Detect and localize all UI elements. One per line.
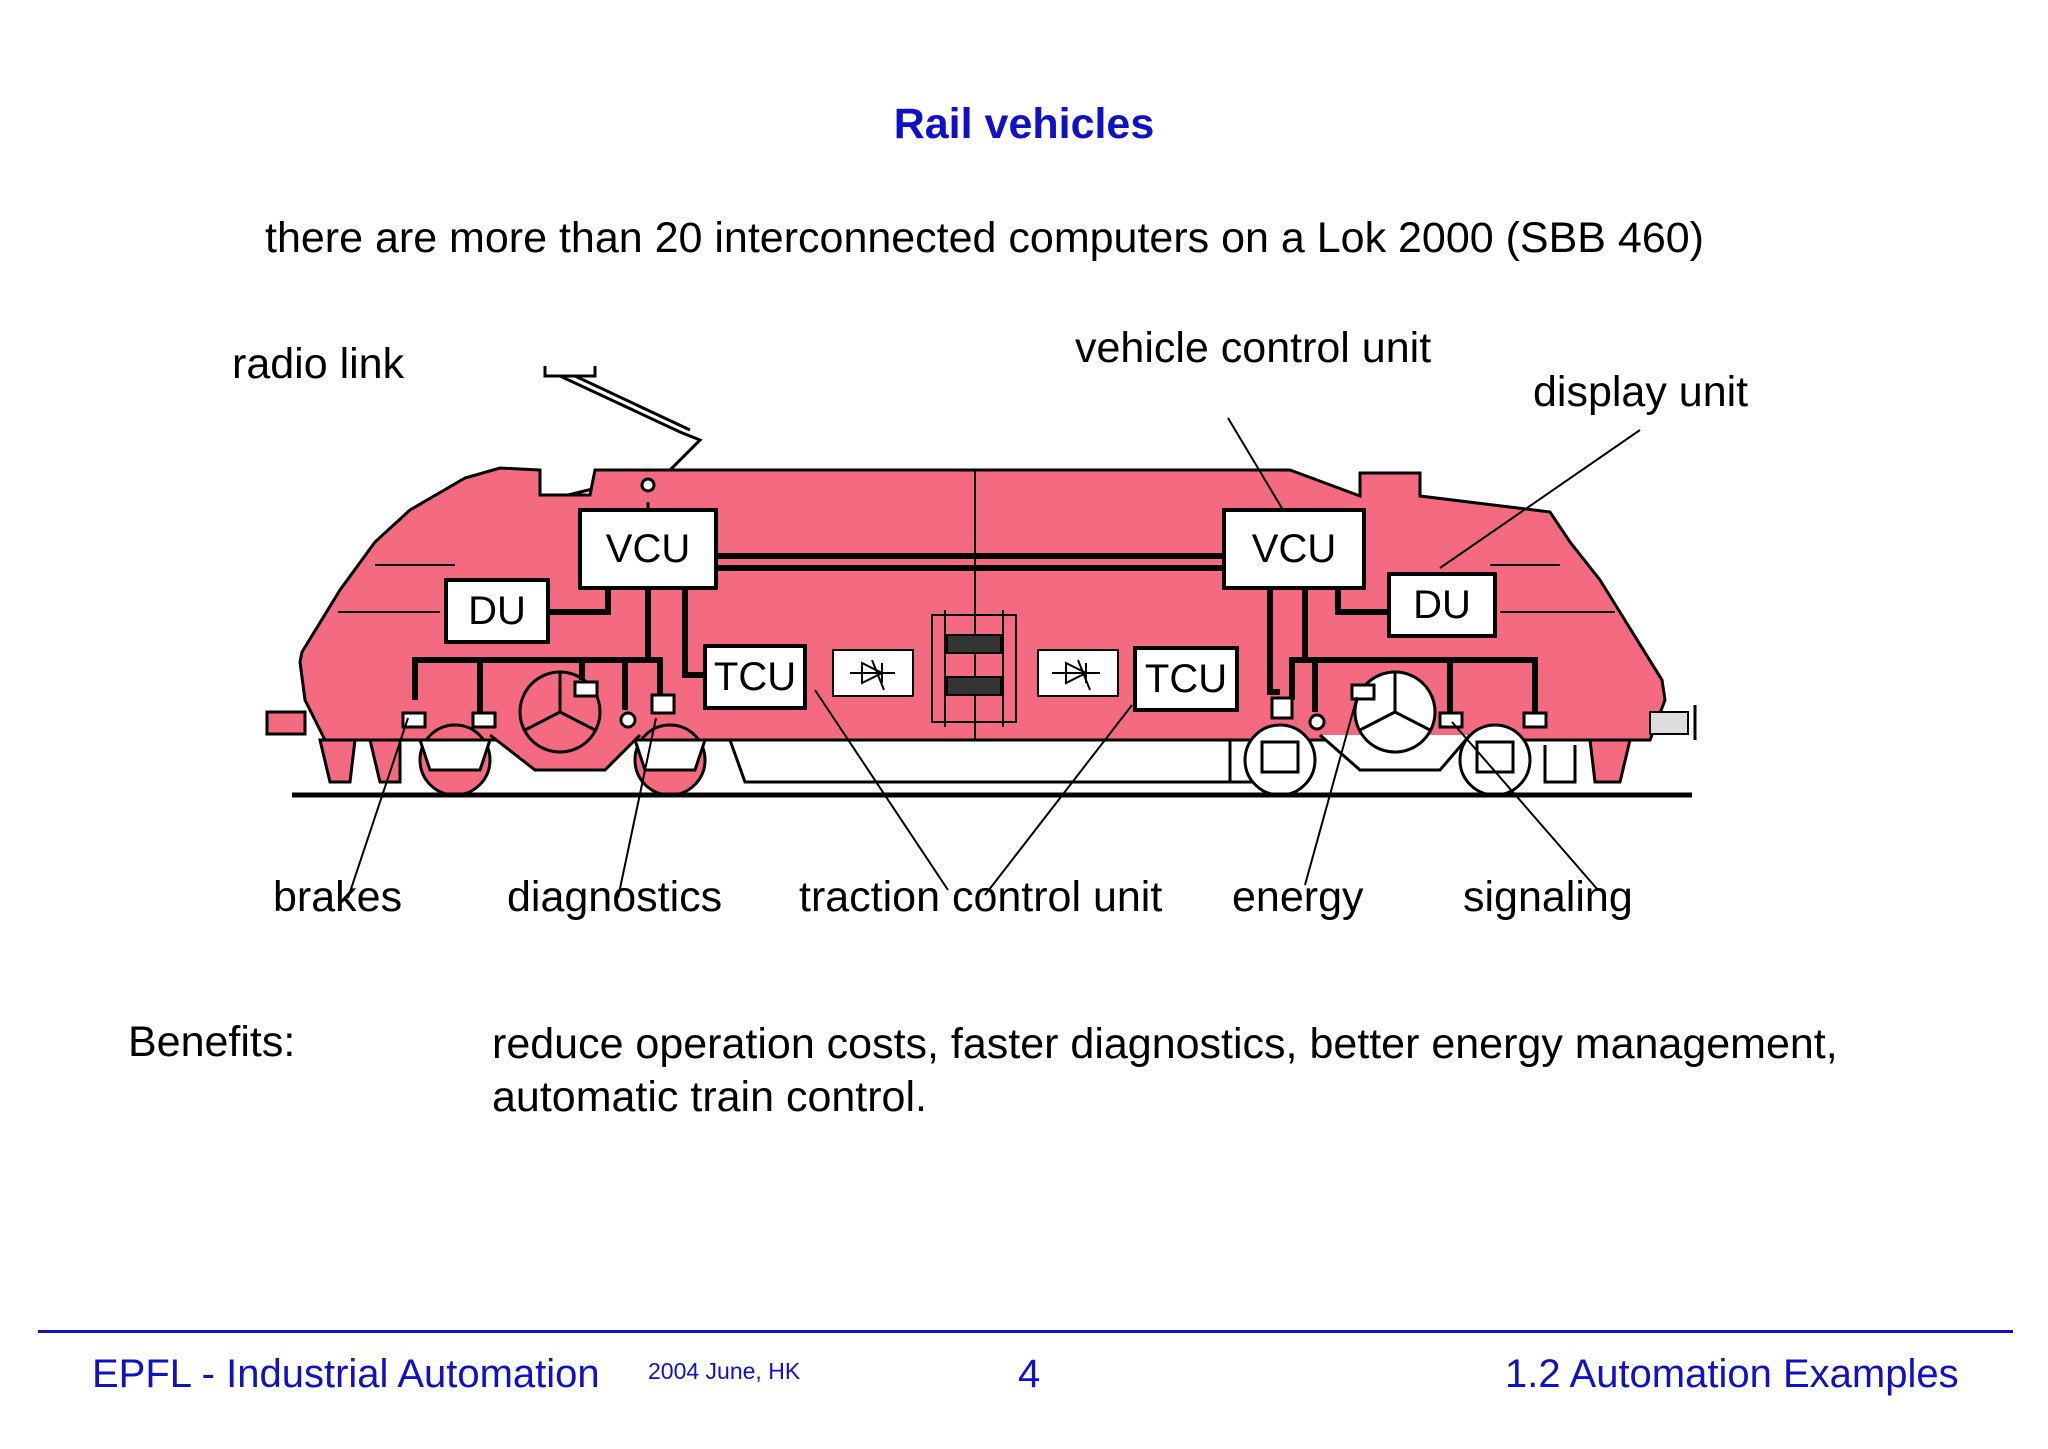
du-right: DU: [1387, 572, 1497, 638]
footer-course: EPFL - Industrial Automation: [92, 1352, 600, 1396]
benefits-label: Benefits:: [128, 1018, 296, 1066]
du-left: DU: [444, 578, 550, 644]
footer-date: 2004 June, HK: [648, 1358, 801, 1384]
label-traction-control-unit: traction control unit: [799, 873, 1163, 921]
buffer-left: [265, 710, 307, 736]
radio-antenna: [640, 477, 656, 512]
label-signaling: signaling: [1463, 873, 1633, 921]
vcu-right: VCU: [1222, 508, 1366, 590]
label-radio-link: radio link: [232, 340, 405, 388]
converter-left: [832, 649, 914, 697]
tcu-right: TCU: [1133, 646, 1239, 712]
converter-right: [1037, 649, 1119, 697]
footer-page-number: 4: [1018, 1352, 1041, 1396]
footer-section: 1.2 Automation Examples: [1505, 1352, 1959, 1396]
slide-subtitle: there are more than 20 interconnected co…: [265, 214, 1704, 262]
benefits-text: reduce operation costs, faster diagnosti…: [492, 1020, 1838, 1121]
network-wiring: [412, 553, 1538, 712]
label-energy: energy: [1232, 873, 1364, 921]
label-brakes: brakes: [273, 873, 403, 921]
slide-title: Rail vehicles: [893, 100, 1155, 148]
devices: [401, 680, 1548, 731]
label-diagnostics: diagnostics: [507, 873, 723, 921]
vcu-left: VCU: [578, 508, 718, 590]
bogie-left: [417, 670, 708, 797]
buffer-right: [1649, 705, 1697, 740]
label-display-unit: display unit: [1533, 368, 1749, 416]
leader-lines: [347, 417, 1641, 899]
transformer: [931, 610, 1017, 727]
tcu-left: TCU: [703, 644, 807, 710]
footer-divider: [38, 1330, 2013, 1333]
label-vehicle-control-unit: vehicle control unit: [1075, 324, 1432, 372]
